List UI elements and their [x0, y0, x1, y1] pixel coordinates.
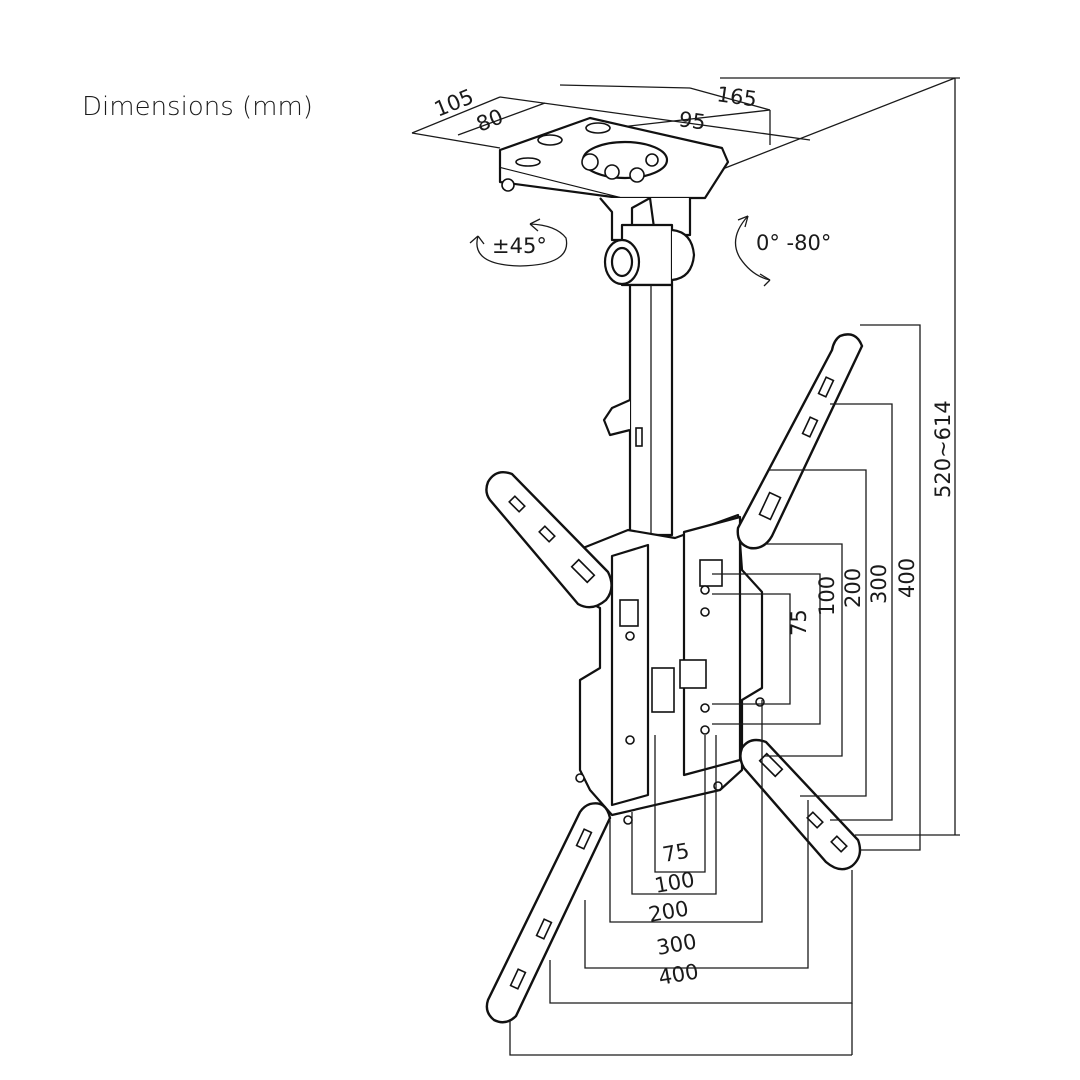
arm-bottom-right: [739, 738, 862, 871]
plate-dimensions: 105 80 165 95: [411, 82, 811, 149]
arm-top-left: [485, 471, 613, 609]
vertical-300-label: 300: [867, 564, 891, 604]
back-plate: [575, 513, 765, 825]
telescopic-pole: [602, 283, 674, 537]
vertical-400-label: 400: [895, 558, 919, 598]
height-label: 520~614: [931, 400, 955, 498]
swivel-label: ±45°: [492, 234, 547, 258]
swivel-indicator: ±45°: [469, 218, 568, 267]
horizontal-300-label: 300: [655, 929, 699, 960]
tilt-label: 0° -80°: [756, 231, 831, 255]
vertical-100-label: 100: [815, 576, 839, 616]
tilt-indicator: 0° -80°: [734, 215, 831, 287]
vertical-75-label: 75: [787, 609, 811, 636]
vertical-200-label: 200: [841, 568, 865, 608]
swivel-bracket: [599, 197, 696, 287]
vertical-vesa-dimensions: 75 100 200 300 400: [712, 324, 921, 851]
ceiling-plate: [498, 116, 730, 200]
horizontal-75-label: 75: [661, 839, 691, 867]
arm-top-right: [736, 333, 864, 550]
height-dimension: 520~614: [719, 77, 960, 836]
dim-165-label: 165: [715, 82, 758, 111]
dim-80-label: 80: [473, 104, 507, 136]
horizontal-400-label: 400: [657, 959, 701, 990]
arm-bottom-left: [485, 802, 612, 1024]
diagram-title: Dimensions (mm): [82, 92, 313, 122]
dim-95-label: 95: [677, 107, 707, 134]
